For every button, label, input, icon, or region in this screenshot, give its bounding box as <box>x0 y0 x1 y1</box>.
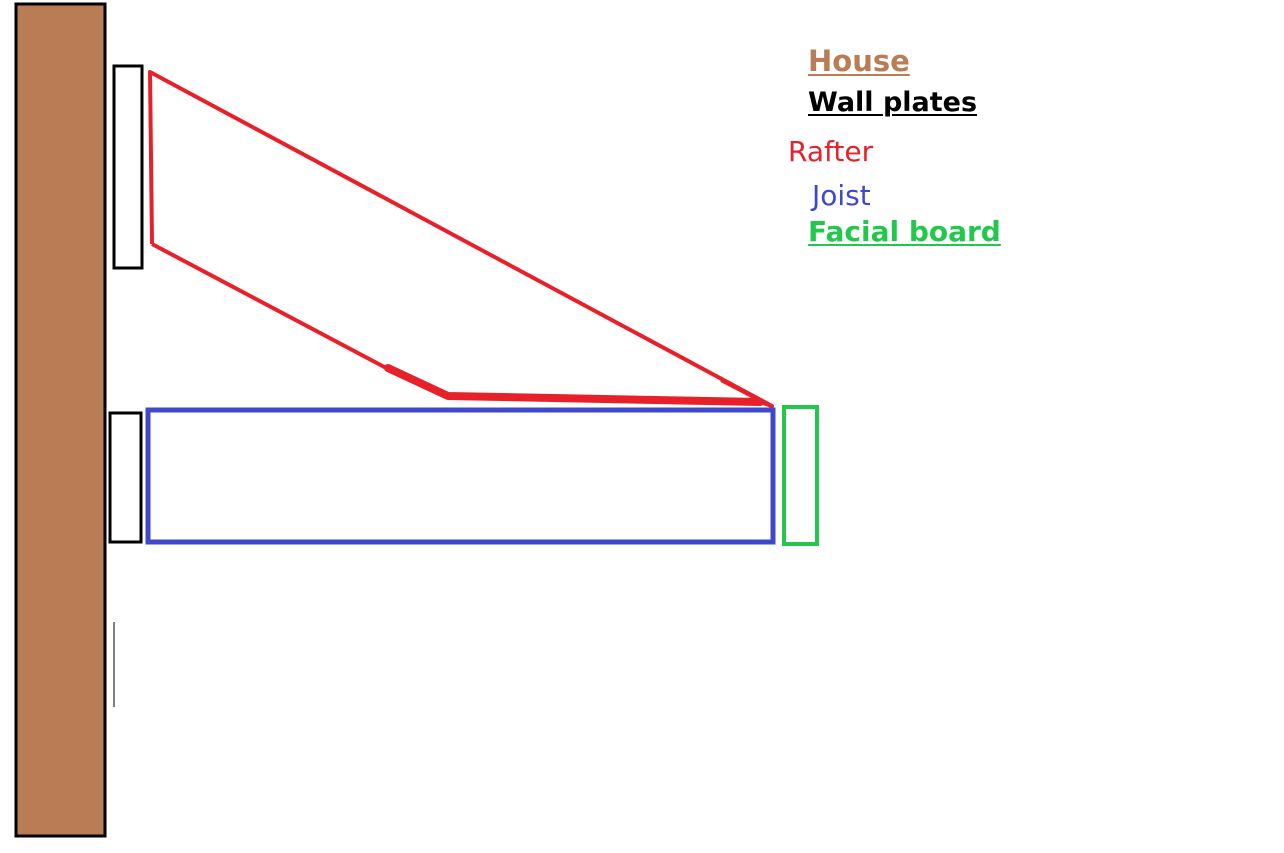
house-wall <box>14 2 107 838</box>
joist <box>145 407 776 545</box>
rafter-bottom-stroke <box>384 364 764 406</box>
facial-board <box>782 405 819 546</box>
wall-plate-upper <box>112 64 144 270</box>
rafter <box>148 70 774 408</box>
wall-plate-lower <box>108 411 143 544</box>
rafter-tip-stroke <box>720 379 774 409</box>
